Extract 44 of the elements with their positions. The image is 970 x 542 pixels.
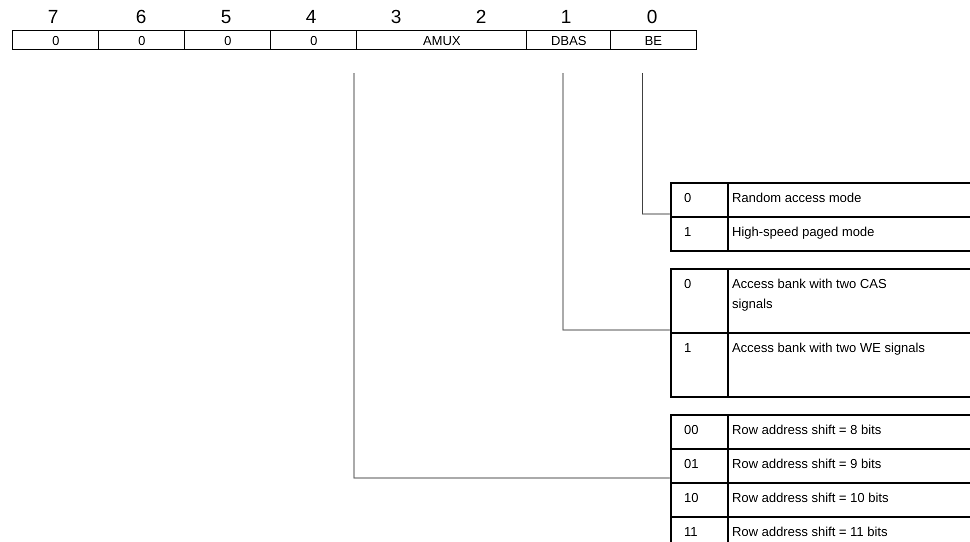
value-code: 0 bbox=[684, 275, 692, 293]
value-description: Random access mode bbox=[732, 189, 862, 207]
value-description: Row address shift = 8 bits bbox=[732, 421, 882, 439]
bit-number: 6 bbox=[136, 8, 146, 28]
value-code: 1 bbox=[684, 339, 692, 357]
register-field bbox=[356, 30, 528, 50]
value-description: Row address shift = 9 bits bbox=[732, 455, 882, 473]
register-field bbox=[184, 30, 272, 50]
value-code: 1 bbox=[684, 223, 692, 241]
bit-number: 5 bbox=[220, 8, 232, 28]
bit-number: 3 bbox=[390, 8, 402, 28]
field-name: 0 bbox=[138, 32, 146, 48]
bit-number: 7 bbox=[48, 8, 58, 28]
field-name: DBAS bbox=[551, 32, 586, 48]
bit-number: 2 bbox=[476, 8, 486, 28]
field-name: 0 bbox=[310, 32, 318, 48]
bit-number: 1 bbox=[560, 8, 572, 28]
leader-line bbox=[642, 72, 670, 214]
bit-number: 4 bbox=[306, 8, 316, 28]
leader-line bbox=[562, 72, 670, 330]
value-code: 00 bbox=[684, 421, 698, 439]
field-name: 0 bbox=[52, 32, 60, 48]
register-field bbox=[610, 30, 696, 50]
value-description: Access bank with two CAS signals bbox=[732, 275, 888, 313]
register-field bbox=[12, 30, 100, 50]
field-name: 0 bbox=[224, 32, 232, 48]
value-code: 10 bbox=[684, 489, 698, 507]
value-code: 11 bbox=[684, 523, 698, 541]
value-description: Access bank with two WE signals bbox=[732, 339, 925, 357]
value-description: High-speed paged mode bbox=[732, 223, 874, 241]
value-code: 01 bbox=[684, 455, 698, 473]
leader-line bbox=[354, 72, 670, 478]
bit-number: 0 bbox=[646, 8, 658, 28]
field-name: BE bbox=[644, 32, 662, 48]
value-table bbox=[670, 182, 970, 252]
register-field bbox=[98, 30, 186, 50]
value-code: 0 bbox=[684, 189, 692, 207]
field-name: AMUX bbox=[422, 32, 461, 48]
value-description: Row address shift = 10 bits bbox=[732, 489, 888, 507]
value-table bbox=[670, 414, 970, 542]
register-field bbox=[526, 30, 612, 50]
value-description: Row address shift = 11 bits bbox=[732, 523, 888, 541]
value-table bbox=[670, 268, 970, 398]
register-field bbox=[270, 30, 358, 50]
